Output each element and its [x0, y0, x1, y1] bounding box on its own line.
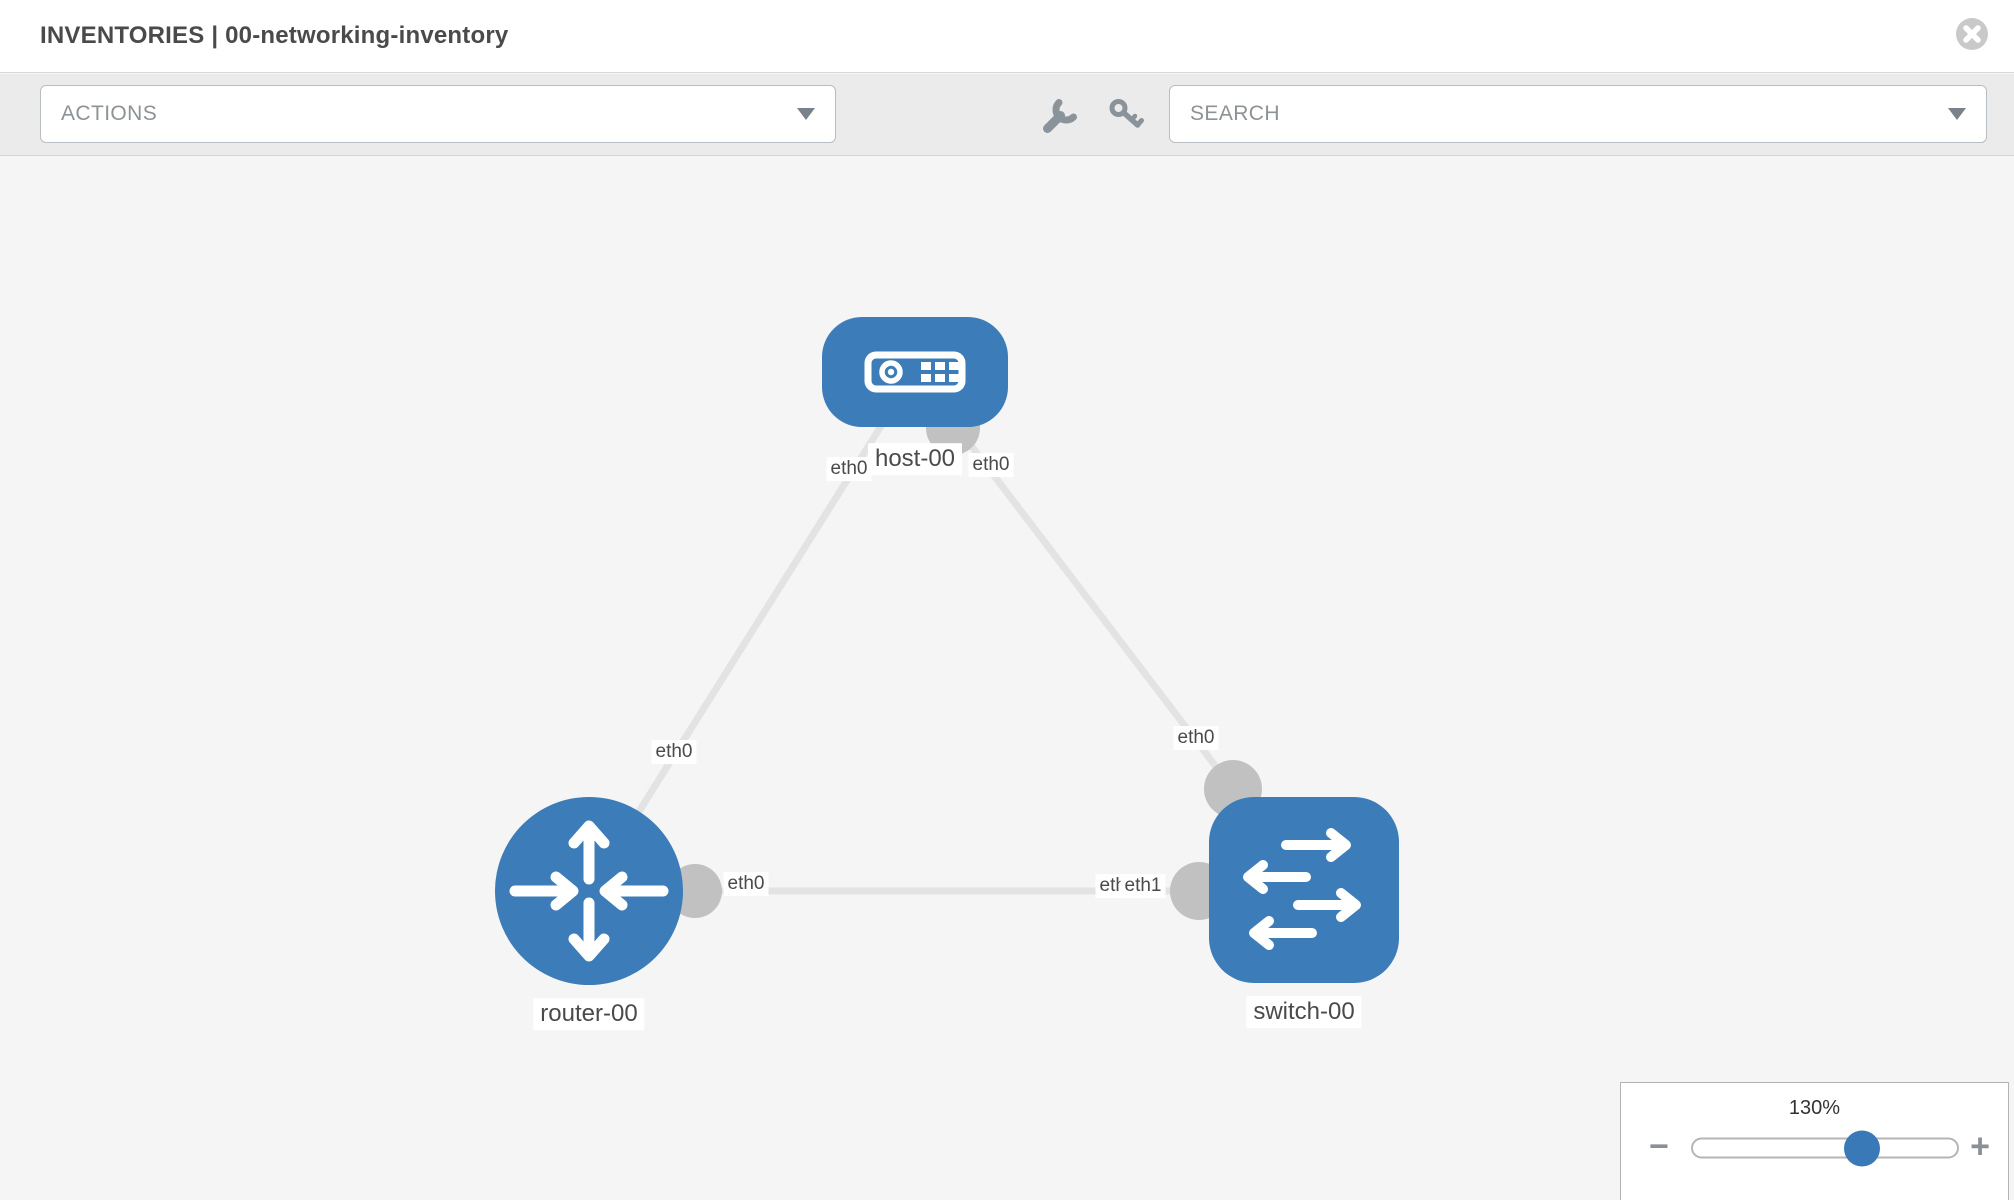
interface-label: eth0	[826, 457, 872, 481]
chevron-down-icon	[797, 108, 815, 120]
search-dropdown[interactable]: SEARCH	[1169, 85, 1987, 143]
interface-label: eth0	[1173, 726, 1219, 750]
interface-label: eth0	[651, 740, 697, 764]
title-bar: INVENTORIES | 00-networking-inventory	[0, 0, 2014, 73]
toolbar: ACTIONS SEARCH	[0, 74, 2014, 156]
toolbar-icons	[1040, 96, 1146, 136]
node-router-00[interactable]	[495, 797, 683, 985]
zoom-level-label: 130%	[1788, 1097, 1841, 1119]
wrench-icon[interactable]	[1040, 96, 1080, 136]
interface-label: eth0	[968, 453, 1014, 477]
zoom-slider[interactable]	[1691, 1130, 1959, 1166]
zoom-slider-knob[interactable]	[1843, 1130, 1880, 1166]
actions-dropdown[interactable]: ACTIONS	[40, 85, 836, 143]
node-host-00[interactable]	[822, 317, 1008, 427]
close-icon	[1956, 18, 1988, 50]
actions-dropdown-label: ACTIONS	[61, 102, 158, 125]
zoom-panel: 130% − +	[1620, 1082, 2009, 1200]
zoom-slider-row: − +	[1621, 1128, 2008, 1168]
page-title: INVENTORIES | 00-networking-inventory	[40, 22, 509, 49]
close-button[interactable]	[1954, 16, 1990, 52]
zoom-out-button[interactable]: −	[1649, 1127, 1669, 1166]
search-placeholder: SEARCH	[1190, 102, 1280, 125]
interface-label: eth1	[1120, 874, 1166, 898]
key-icon[interactable]	[1106, 96, 1146, 136]
node-label-switch-00: switch-00	[1246, 996, 1362, 1028]
node-label-router-00: router-00	[533, 998, 645, 1030]
chevron-down-icon	[1948, 108, 1966, 120]
interface-label: eth0	[723, 872, 769, 896]
node-label-host-00: host-00	[867, 443, 963, 475]
node-switch-00[interactable]	[1209, 797, 1399, 983]
zoom-in-button[interactable]: +	[1970, 1127, 1990, 1166]
